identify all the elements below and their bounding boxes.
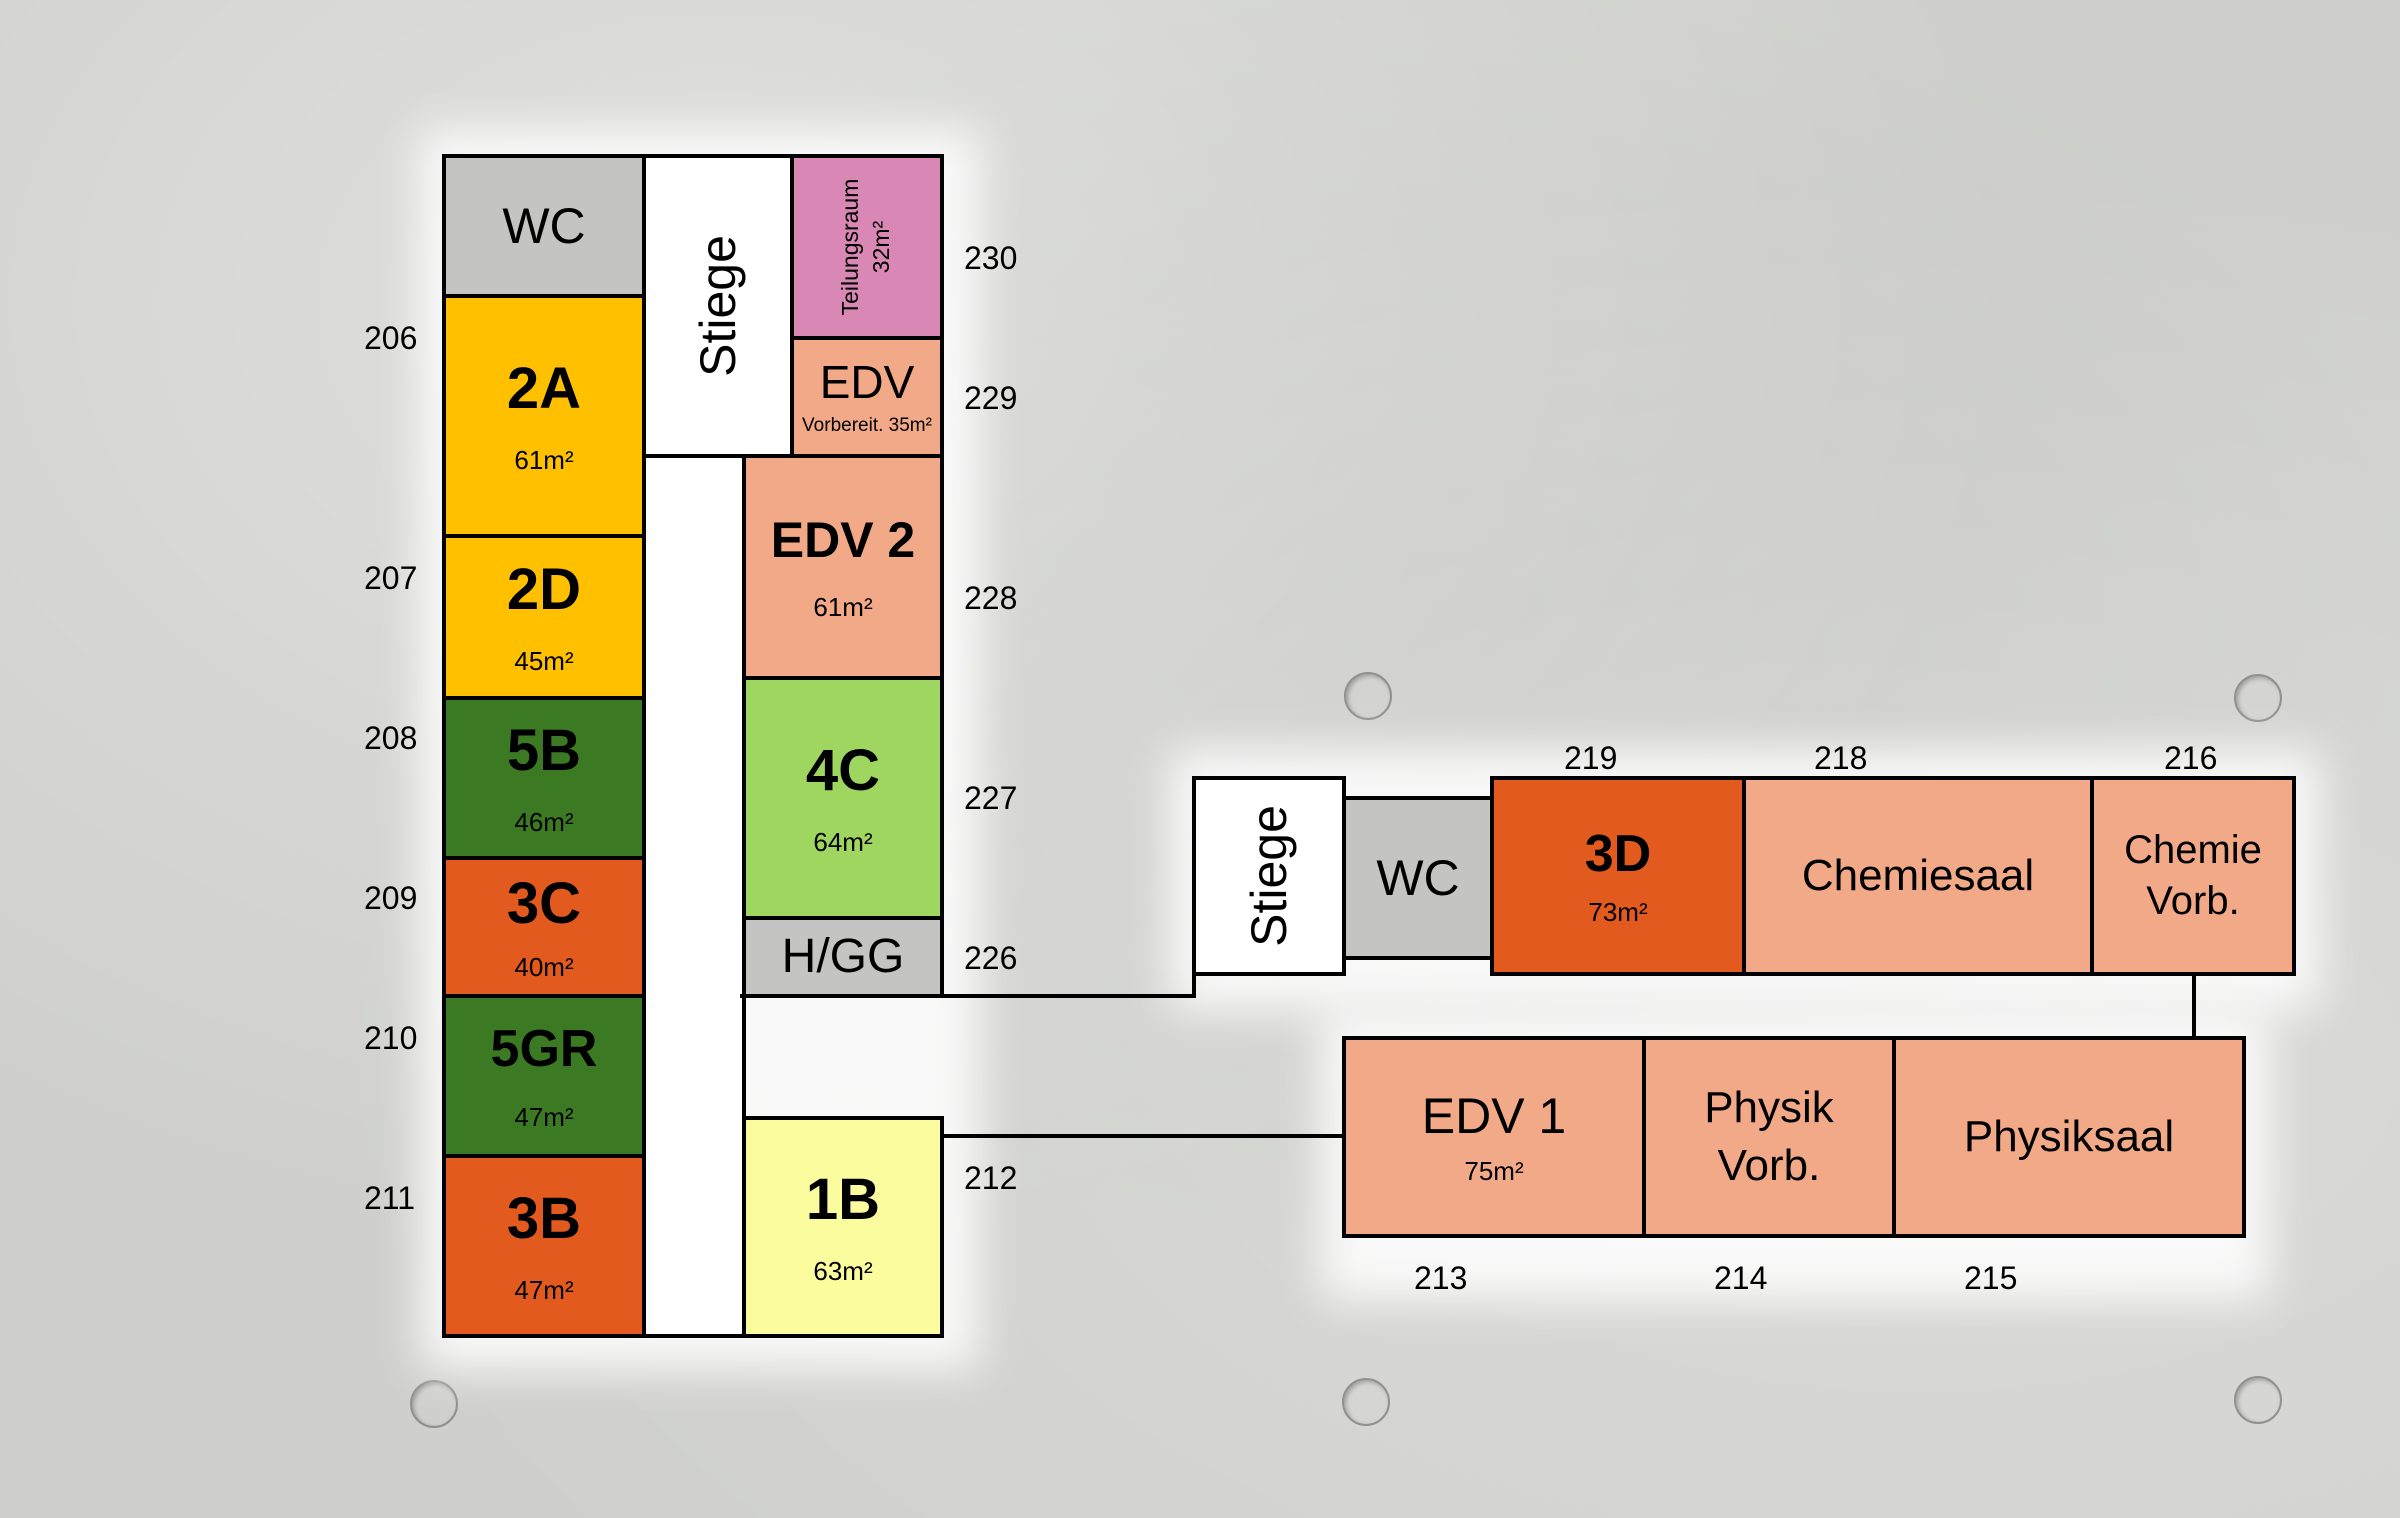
room-number-229: 229 bbox=[964, 380, 1018, 416]
room-name-line1: Chemie bbox=[2124, 827, 2262, 872]
corridor-left bbox=[640, 454, 746, 1338]
room-name-line1: Physik bbox=[1704, 1083, 1834, 1133]
room-4c: 4C 64m² bbox=[742, 676, 944, 920]
room-area: 32m² bbox=[868, 220, 894, 274]
room-number-212: 212 bbox=[964, 1160, 1018, 1196]
room-number-210: 210 bbox=[364, 1020, 418, 1056]
room-3c: 3C 40m² bbox=[442, 856, 646, 998]
room-chemiesaal: Chemiesaal bbox=[1742, 776, 2094, 976]
wall-hole bbox=[1342, 1378, 1390, 1426]
room-name: Teilungsraum bbox=[837, 178, 864, 316]
room-name: 5GR bbox=[490, 1019, 598, 1078]
room-name: Physiksaal bbox=[1963, 1112, 2175, 1162]
room-area: 61m² bbox=[514, 445, 574, 476]
room-chemie-vorbereitung: Chemie Vorb. bbox=[2090, 776, 2296, 976]
room-area: 40m² bbox=[514, 952, 574, 983]
room-area: 61m² bbox=[813, 591, 873, 622]
room-number-211: 211 bbox=[364, 1180, 416, 1216]
room-name: Chemiesaal bbox=[1801, 851, 2035, 901]
room-2d: 2D 45m² bbox=[442, 534, 646, 700]
connector-226 bbox=[740, 994, 1196, 998]
room-number-227: 227 bbox=[964, 780, 1018, 816]
room-name-line2: Vorb. bbox=[1717, 1141, 1821, 1190]
room-wc-left: WC bbox=[442, 154, 646, 298]
room-hgg: H/GG bbox=[742, 916, 944, 998]
room-3b: 3B 47m² bbox=[442, 1154, 646, 1338]
room-2a: 2A 61m² bbox=[442, 294, 646, 538]
room-number-219: 219 bbox=[1564, 740, 1618, 776]
room-number-215: 215 bbox=[1964, 1260, 2018, 1296]
room-edv-vorbereitung: EDV Vorbereit. 35m² bbox=[790, 336, 944, 458]
connector-chemie-physik bbox=[2192, 974, 2196, 1038]
room-stiege-right: Stiege bbox=[1192, 776, 1346, 976]
room-name: EDV bbox=[819, 355, 915, 408]
room-number-228: 228 bbox=[964, 580, 1018, 616]
room-number-209: 209 bbox=[364, 880, 418, 916]
room-edv1: EDV 1 75m² bbox=[1342, 1036, 1646, 1238]
room-area: 63m² bbox=[813, 1256, 873, 1287]
room-number-206: 206 bbox=[364, 320, 418, 356]
room-number-208: 208 bbox=[364, 720, 418, 756]
room-name: 3C bbox=[506, 870, 582, 936]
room-name: EDV 2 bbox=[770, 511, 916, 568]
room-name: WC bbox=[1376, 850, 1460, 906]
room-number-213: 213 bbox=[1414, 1260, 1468, 1296]
room-name: 2A bbox=[506, 355, 582, 421]
room-number-230: 230 bbox=[964, 240, 1018, 276]
room-name: WC bbox=[502, 198, 586, 254]
room-area: 47m² bbox=[514, 1102, 574, 1133]
room-name: 3D bbox=[1584, 824, 1652, 883]
room-3d: 3D 73m² bbox=[1490, 776, 1746, 976]
room-name: 1B bbox=[805, 1166, 881, 1232]
teilungsraum-label: Teilungsraum 32m² bbox=[833, 162, 899, 332]
room-area: 75m² bbox=[1464, 1155, 1524, 1186]
room-name: H/GG bbox=[781, 930, 905, 984]
room-1b: 1B 63m² bbox=[742, 1116, 944, 1338]
room-name: 2D bbox=[506, 556, 582, 622]
room-area: Vorbereit. 35m² bbox=[802, 414, 932, 436]
room-physik-vorbereitung: Physik Vorb. bbox=[1642, 1036, 1896, 1238]
wall-hole bbox=[2234, 674, 2282, 722]
room-teilungsraum: Teilungsraum 32m² bbox=[790, 154, 944, 340]
room-wc-right: WC bbox=[1342, 796, 1494, 960]
room-number-218: 218 bbox=[1814, 740, 1868, 776]
room-5b: 5B 46m² bbox=[442, 696, 646, 860]
room-area: 46m² bbox=[514, 807, 574, 838]
room-physiksaal: Physiksaal bbox=[1892, 1036, 2246, 1238]
room-name-line2: Vorb. bbox=[2146, 879, 2240, 923]
room-area: 47m² bbox=[514, 1275, 574, 1306]
room-name: EDV 1 bbox=[1421, 1087, 1567, 1144]
room-edv2: EDV 2 61m² bbox=[742, 454, 944, 680]
wall-hole bbox=[1344, 672, 1392, 720]
room-number-226: 226 bbox=[964, 940, 1018, 976]
room-area: 73m² bbox=[1588, 897, 1648, 928]
connector-212 bbox=[944, 1134, 1346, 1138]
room-number-207: 207 bbox=[364, 560, 418, 596]
room-stiege-left: Stiege bbox=[642, 154, 794, 458]
connector-stiege-vert bbox=[1192, 966, 1196, 998]
room-name: Stiege bbox=[1241, 805, 1297, 947]
room-number-216: 216 bbox=[2164, 740, 2218, 776]
room-area: 64m² bbox=[813, 827, 873, 858]
room-area: 45m² bbox=[514, 646, 574, 677]
room-name: 3B bbox=[506, 1185, 582, 1251]
room-name: 4C bbox=[805, 737, 881, 803]
wall-hole bbox=[410, 1380, 458, 1428]
room-name: 5B bbox=[506, 717, 582, 783]
room-5gr: 5GR 47m² bbox=[442, 994, 646, 1158]
room-number-214: 214 bbox=[1714, 1260, 1768, 1296]
wall-hole bbox=[2234, 1376, 2282, 1424]
room-name: Stiege bbox=[690, 235, 746, 377]
